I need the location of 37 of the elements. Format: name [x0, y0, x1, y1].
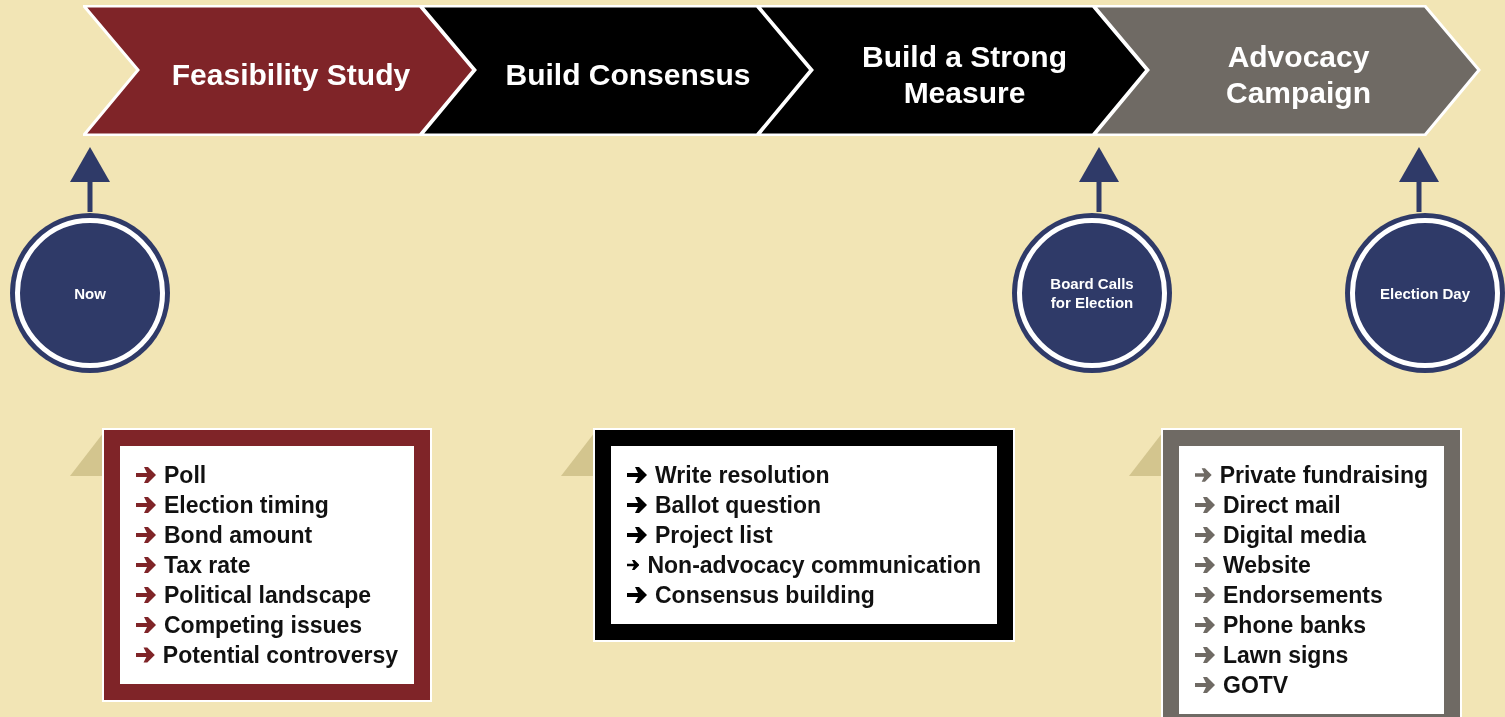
step-title: Advocacy Campaign: [1225, 39, 1372, 111]
list-item: Election timing: [164, 491, 329, 519]
list-item: Political landscape: [164, 581, 372, 609]
milestone-label: Now: [74, 283, 106, 303]
step-title: Build a Strong Measure: [861, 39, 1068, 111]
list-item: Endorsements: [1223, 581, 1383, 609]
list-item: Private fundraising: [1219, 461, 1428, 489]
step-title: Feasibility Study: [170, 57, 412, 93]
arrow: [1079, 147, 1119, 212]
list-item: Bond amount: [164, 521, 313, 549]
checklist-box: [595, 430, 1013, 640]
list-item: Phone banks: [1223, 611, 1367, 639]
list-item: Poll: [164, 461, 207, 489]
arrow: [1399, 147, 1439, 212]
list-item: Website: [1223, 551, 1311, 579]
chevron-step: [420, 5, 813, 136]
list-item: Direct mail: [1223, 491, 1341, 519]
checklist-box: [1163, 430, 1460, 717]
chevron-step: [757, 5, 1149, 136]
list-item: Lawn signs: [1223, 641, 1349, 669]
list-item: Non-advocacy communication: [647, 551, 981, 579]
arrow: [70, 147, 110, 212]
checklist-box: [104, 430, 430, 700]
list-item: Competing issues: [164, 611, 363, 639]
list-item: Write resolution: [655, 461, 830, 489]
milestone-label: Election Day: [1380, 283, 1470, 303]
list-item: Digital media: [1223, 521, 1367, 549]
list-item: Consensus building: [655, 581, 875, 609]
list-item: Ballot question: [655, 491, 822, 519]
chevron-step: [83, 5, 476, 136]
list-item: Project list: [655, 521, 773, 549]
chevron-step: [1093, 5, 1481, 136]
list-item: Tax rate: [164, 551, 251, 579]
step-title: Build Consensus: [504, 57, 752, 93]
milestone-label: Board Calls for Election: [1049, 274, 1135, 312]
list-item: Potential controversy: [162, 641, 398, 669]
list-item: GOTV: [1223, 671, 1289, 699]
